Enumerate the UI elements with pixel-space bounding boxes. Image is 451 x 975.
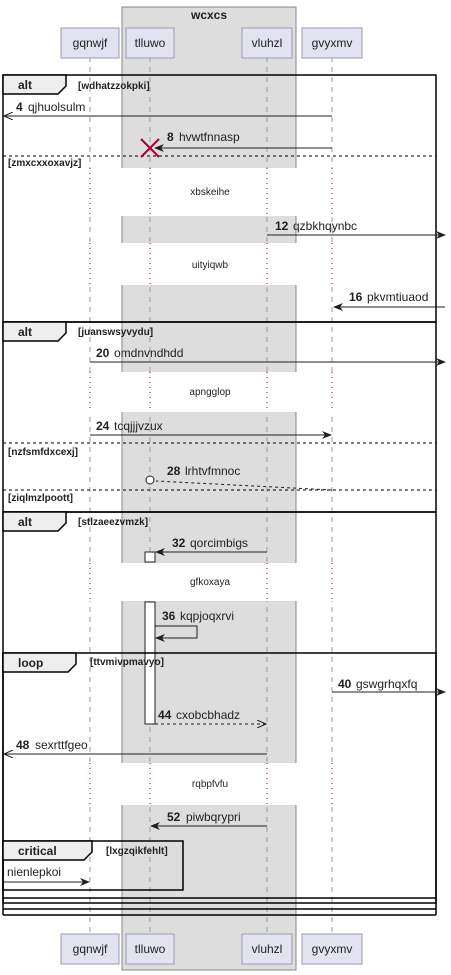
activation-bar	[144, 551, 156, 563]
message-label: cxobcbhadz	[176, 708, 240, 722]
alt-fragment-2: alt [juanswsyvydu] [nzfsmfdxcexj] [ziqlm…	[2, 321, 437, 513]
messages: 4 qjhuolsulm 8 hvwtfnnasp 12 qzbkhqynbc …	[4, 100, 446, 886]
message-number: 20	[96, 346, 110, 360]
participant-label: vluhzl	[252, 942, 283, 956]
activation-bars	[144, 551, 156, 725]
message-number: 12	[275, 219, 289, 233]
participant-heads-bottom: gqnwjf tlluwo vluhzl gvyxmv	[60, 933, 363, 965]
fragment-keyword: alt	[18, 515, 32, 529]
participant-label: tlluwo	[135, 36, 166, 50]
message-number: 40	[338, 677, 352, 691]
fragment-keyword: loop	[18, 656, 43, 670]
message-label: qzbkhqynbc	[293, 219, 357, 233]
participant-vluhzl-bottom	[241, 933, 293, 965]
self-message-arrow	[155, 625, 198, 642]
participant-vluhzl	[241, 27, 293, 59]
message-label: nienlepkoi	[7, 865, 61, 879]
delay-label: rqbpfvfu	[192, 779, 228, 790]
fragment-keyword: critical	[18, 844, 57, 858]
delay-label: gfkoxaya	[190, 577, 230, 588]
participant-label: vluhzl	[252, 36, 283, 50]
fragment-guard: [lxgzqikfehlt]	[106, 846, 168, 857]
message-number: 8	[167, 130, 174, 144]
fragment-guard: [ttvmivpmavyo]	[90, 657, 164, 668]
destroy-icon	[140, 138, 160, 158]
message-label: piwbqrypri	[186, 810, 241, 824]
message-number: 24	[96, 419, 110, 433]
delay-label: apngglop	[189, 387, 231, 398]
delay-label: xbskeihe	[190, 187, 230, 198]
message-arrow	[155, 480, 333, 491]
lost-message-circle-icon	[145, 475, 155, 485]
message-label: tcqjjjvzux	[114, 419, 163, 433]
participant-tlluwo	[125, 27, 175, 59]
message-label: sexrttfgeo	[35, 738, 88, 752]
delay-label: uityiqwb	[192, 260, 229, 271]
message-number: 36	[162, 609, 176, 623]
outer-frame-lines	[2, 898, 437, 916]
message-number: 28	[167, 464, 181, 478]
participant-label: gqnwjf	[73, 942, 108, 956]
participant-label: gqnwjf	[73, 36, 108, 50]
participant-gqnwjf-bottom	[60, 933, 120, 965]
participant-gvyxmv	[301, 27, 363, 59]
participant-label: gvyxmv	[312, 942, 353, 956]
message-label: qjhuolsulm	[28, 100, 85, 114]
participant-gvyxmv-bottom	[301, 933, 363, 965]
message-label: hvwtfnnasp	[179, 130, 240, 144]
message-number: 48	[16, 738, 30, 752]
message-number: 44	[158, 708, 172, 722]
activation-bar	[144, 601, 156, 725]
message-label: omdnvndhdd	[114, 346, 183, 360]
fragment-keyword: alt	[18, 325, 32, 339]
fragment-guard: [stlzaeezvmzk]	[78, 517, 148, 528]
message-number: 16	[349, 290, 363, 304]
participant-gqnwjf	[60, 27, 120, 59]
loop-fragment: loop [ttvmivpmavyo]	[2, 652, 437, 904]
message-label: pkvmtiuaod	[367, 290, 428, 304]
delay-gaps	[60, 168, 370, 805]
critical-fragment: critical [lxgzqikfehlt]	[2, 840, 184, 891]
message-number: 4	[16, 100, 23, 114]
message-number: 32	[172, 536, 186, 550]
else-guard: [zmxcxxoxavjz]	[8, 158, 81, 169]
else-guard: [ziqlmzlpoott]	[8, 493, 73, 504]
message-number: 52	[167, 810, 181, 824]
message-label: qorcimbigs	[190, 536, 248, 550]
delay-labels: xbskeihe uityiqwb apngglop gfkoxaya rqbp…	[189, 187, 231, 790]
fragment-guard: [juanswsyvydu]	[78, 327, 153, 338]
participant-heads-top: gqnwjf tlluwo vluhzl gvyxmv	[60, 27, 363, 59]
message-label: gswgrhqxfq	[356, 677, 417, 691]
participant-tlluwo-bottom	[125, 933, 175, 965]
else-guard: [nzfsmfdxcexj]	[8, 447, 78, 458]
participant-label: tlluwo	[135, 942, 166, 956]
participant-label: gvyxmv	[312, 36, 353, 50]
group-title: wcxcs	[190, 8, 227, 22]
message-label: kqpjoqxrvi	[180, 609, 234, 623]
fragment-keyword: alt	[18, 78, 32, 92]
fragment-guard: [wdhatzzokpki]	[78, 81, 150, 92]
message-label: lrhtvfmnoc	[185, 464, 240, 478]
